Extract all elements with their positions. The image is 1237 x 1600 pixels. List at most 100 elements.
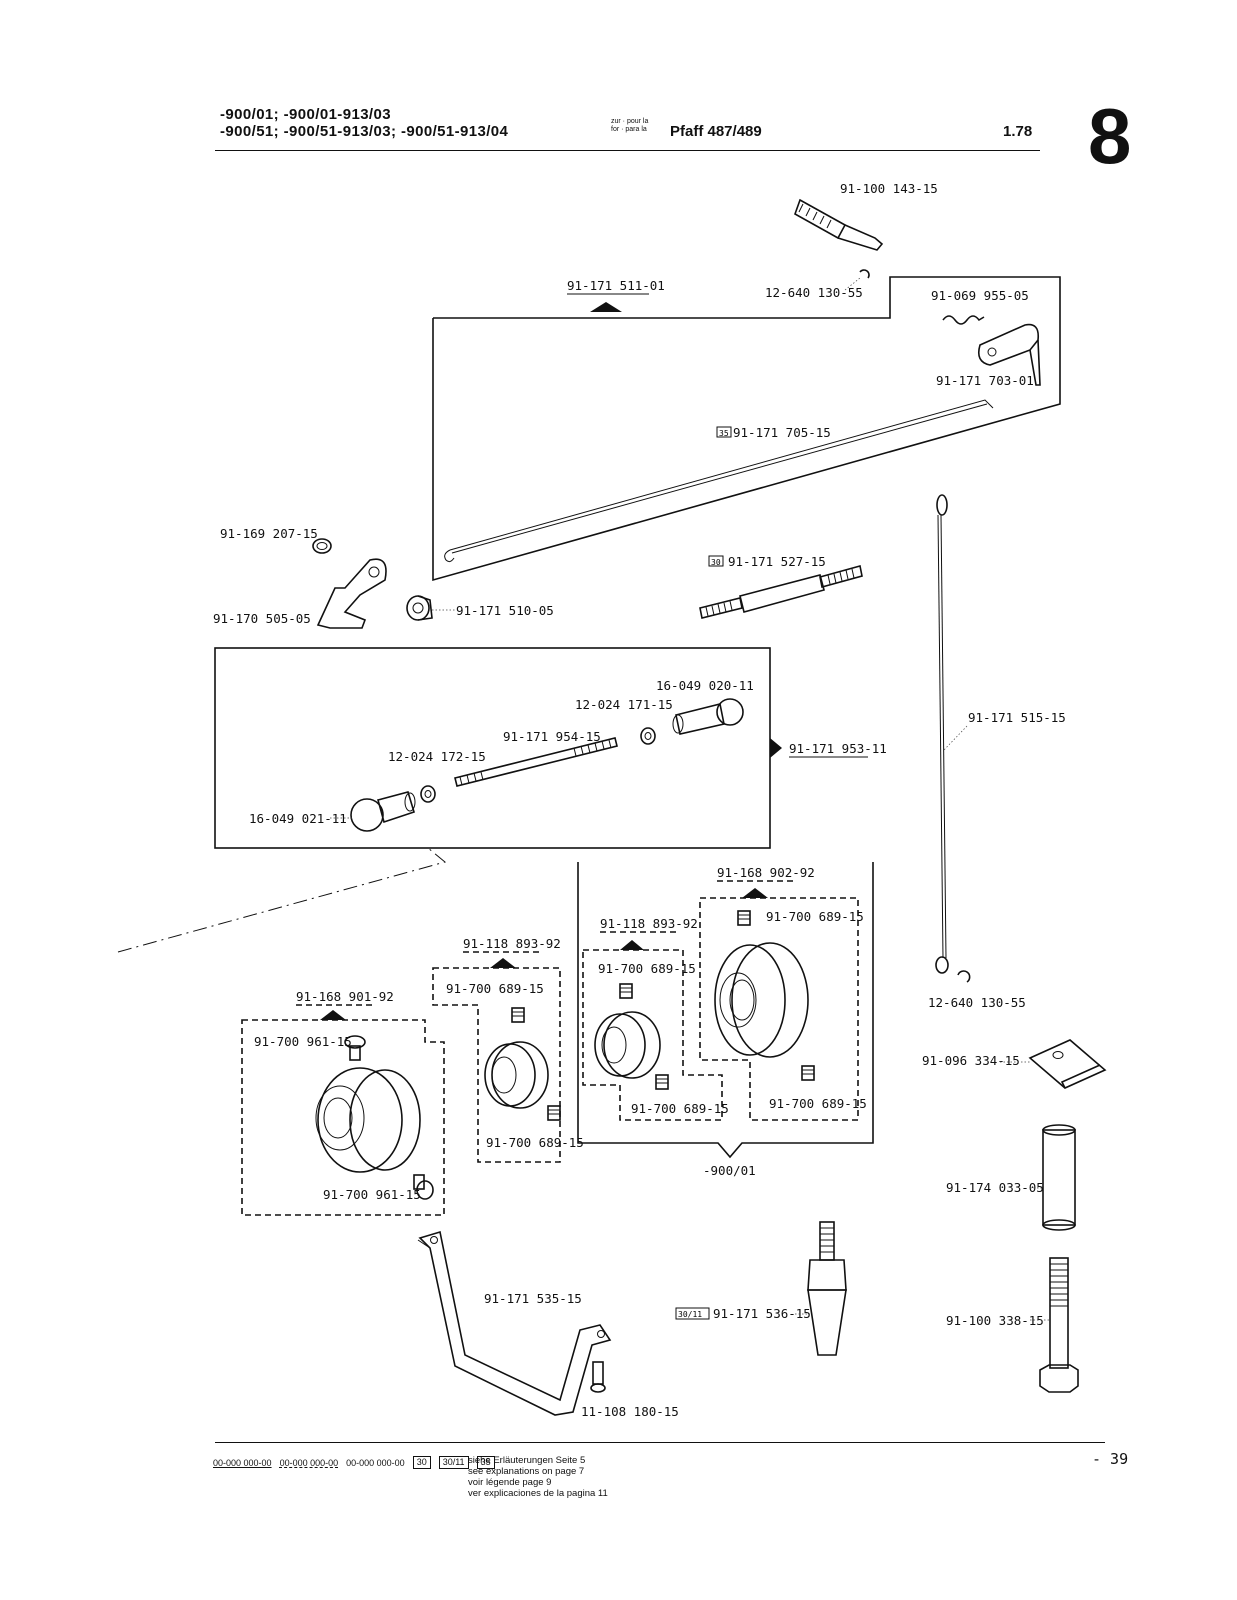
threaded-screw-part <box>794 198 884 251</box>
legend-code-plain: 00-000 000-00 <box>346 1457 405 1468</box>
header-model-codes-line2: -900/51; -900/51-913/03; -900/51-913/04 <box>220 123 509 140</box>
header-for-label: zur · pour la for · para la <box>611 118 648 134</box>
assembly-marker-triangle <box>320 1010 346 1020</box>
part-label: 91-700 961-15 <box>323 1187 421 1202</box>
part-box-number: 30/11 <box>678 1310 702 1319</box>
footer-rule <box>215 1442 1105 1443</box>
part-label: 91-700 961-15 <box>254 1034 352 1049</box>
part-label: -900/01 <box>703 1163 756 1178</box>
legend: 00-000 000-00 00-000 000-00 00-000 000-0… <box>213 1456 495 1469</box>
set-screw-part <box>737 910 751 926</box>
part-box-label <box>716 426 732 438</box>
part-label: 91-170 505-05 <box>213 611 311 626</box>
part-label: 91-118 893-92 <box>600 916 698 931</box>
vertical-rod-part <box>935 494 949 974</box>
washer-part <box>312 538 332 554</box>
part-label: 91-171 510-05 <box>456 603 554 618</box>
explanation-fr: voir légende page 9 <box>468 1477 552 1488</box>
section-number: 8 <box>1088 92 1132 180</box>
part-label: 91-171 703-01 <box>936 373 1034 388</box>
part-label: 91-171 527-15 <box>728 554 826 569</box>
explanation-de: siehe Erläuterungen Seite 5 <box>468 1455 586 1466</box>
dashed-assembly-box <box>432 967 561 1163</box>
threaded-rod-part <box>454 737 618 787</box>
part-label: 91-169 207-15 <box>220 526 318 541</box>
assembly-marker-triangle <box>770 738 782 758</box>
ball-joint-part <box>672 698 744 735</box>
part-label: 11-108 180-15 <box>581 1404 679 1419</box>
set-screw-part <box>511 1007 525 1023</box>
part-label: 91-171 511-01 <box>567 278 665 293</box>
small-collar-part <box>484 1041 549 1109</box>
set-screw-part <box>547 1105 561 1121</box>
assembly-marker-triangle <box>620 940 644 950</box>
header-for-para-la: for · para la <box>611 126 647 133</box>
part-label: 91-100 338-15 <box>946 1313 1044 1328</box>
legend-box-35: 35 <box>476 1456 495 1469</box>
set-screw-part <box>619 983 633 999</box>
header-model-codes-line1: -900/01; -900/01-913/03 <box>220 106 391 123</box>
legend-code-kit: 00-000 000-00 <box>279 1457 339 1468</box>
part-label: 91-700 689-15 <box>598 961 696 976</box>
u-bracket-part <box>417 1230 612 1416</box>
slotted-screw-part <box>344 1035 366 1061</box>
header-date: 1.78 <box>1003 123 1033 140</box>
part-label: 12-640 130-55 <box>765 285 863 300</box>
part-label: 91-700 689-15 <box>446 981 544 996</box>
part-label: 12-640 130-55 <box>928 995 1026 1010</box>
assembly-marker-triangle <box>742 888 768 898</box>
angle-bracket-part <box>1028 1039 1107 1089</box>
part-box-label <box>708 555 724 567</box>
part-label: 91-069 955-05 <box>931 288 1029 303</box>
header-zur-pour-la: zur · pour la <box>611 118 649 125</box>
legend-box-30: 30 <box>412 1456 431 1469</box>
long-rod-part <box>449 399 994 551</box>
part-label: 16-049 020-11 <box>656 678 754 693</box>
part-label: 91-096 334-15 <box>922 1053 1020 1068</box>
part-box-number: 30 <box>711 558 721 567</box>
part-label: 91-171 954-15 <box>503 729 601 744</box>
part-label: 91-174 033-05 <box>946 1180 1044 1195</box>
dashed-assembly-box <box>582 949 723 1121</box>
part-label: 12-024 171-15 <box>575 697 673 712</box>
part-label: 16-049 021-11 <box>249 811 347 826</box>
part-label: 91-171 705-15 <box>733 425 831 440</box>
e-clip-part <box>859 269 870 279</box>
large-collar-part <box>315 1067 421 1173</box>
assembly-marker-triangle <box>490 958 516 968</box>
part-label: 12-024 172-15 <box>388 749 486 764</box>
lever-bracket-part <box>977 323 1041 386</box>
dashed-assembly-box <box>241 1019 445 1216</box>
threaded-connector-part <box>699 565 863 619</box>
large-collar-part <box>714 942 809 1058</box>
sleeve-part <box>1042 1124 1076 1231</box>
hex-nut-part <box>420 785 436 803</box>
group-frame-900-01 <box>577 862 874 1159</box>
part-label: 91-118 893-92 <box>463 936 561 951</box>
part-label: 91-171 515-15 <box>968 710 1066 725</box>
page-number: - 39 <box>1092 1450 1129 1468</box>
small-collar-part <box>594 1011 661 1079</box>
screw-part <box>590 1361 606 1393</box>
part-label: 91-171 535-15 <box>484 1291 582 1306</box>
tapered-stud-part <box>807 1221 847 1356</box>
set-screw-part <box>655 1074 669 1090</box>
header-machine-model: Pfaff 487/489 <box>670 123 762 140</box>
part-label: 91-168 901-92 <box>296 989 394 1004</box>
part-label: 91-171 953-11 <box>789 741 887 756</box>
part-label: 91-700 689-15 <box>769 1096 867 1111</box>
legend-box-30-11: 30/11 <box>438 1456 469 1469</box>
part-box-number: 35 <box>719 429 729 438</box>
part-box-label <box>675 1307 710 1320</box>
part-label: 91-700 689-15 <box>631 1101 729 1116</box>
set-screw-part <box>801 1065 815 1081</box>
spring-part <box>942 315 985 325</box>
legend-code-assembly: 00-000 000-00 <box>213 1457 272 1468</box>
explanation-en: see explanations on page 7 <box>468 1466 585 1477</box>
assembly-marker-triangle <box>590 302 622 312</box>
hex-bolt-part <box>1039 1257 1079 1393</box>
bushing-part <box>406 595 433 621</box>
e-clip-part <box>957 970 971 983</box>
bent-lever-part <box>316 558 387 629</box>
